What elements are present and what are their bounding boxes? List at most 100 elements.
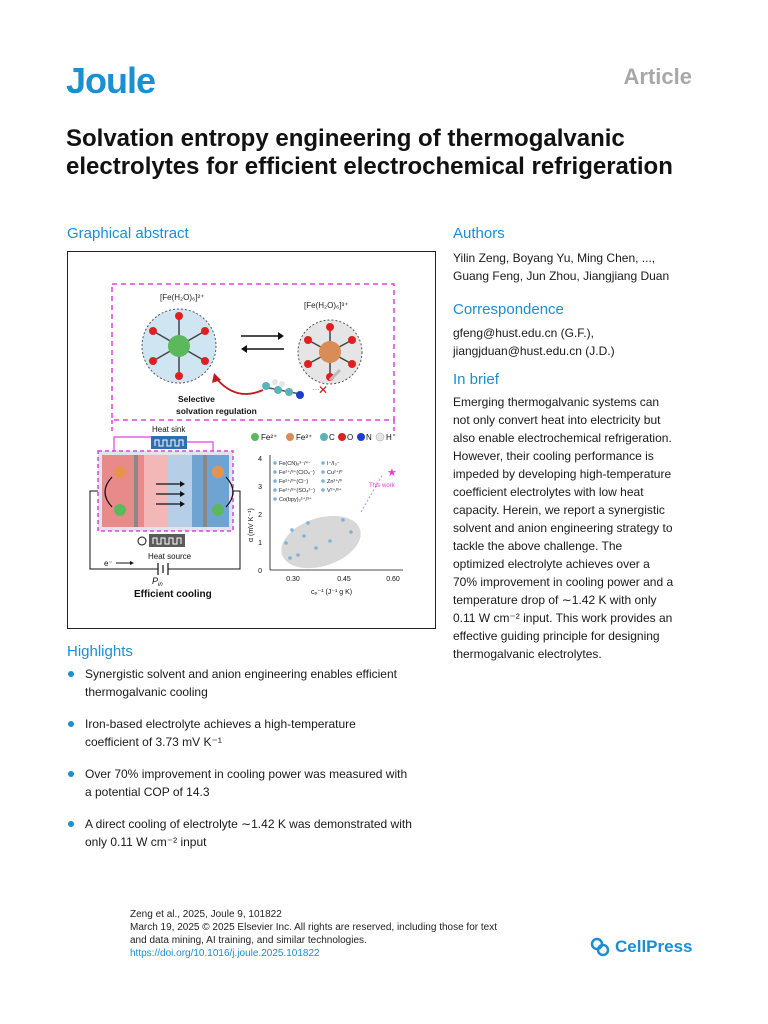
publisher-name: CellPress xyxy=(615,937,693,956)
temperature-icon xyxy=(137,536,147,546)
journal-logo: Joule xyxy=(66,60,156,101)
in-brief-line: capacity. Herein, we report a synergisti… xyxy=(453,503,665,517)
highlight-line: coefficient of 3.73 mV K⁻¹ xyxy=(85,735,222,749)
in-brief-line: thermogalvanic electrolytes. xyxy=(453,647,602,661)
in-brief-line: impeded by developing high-temperature xyxy=(453,467,672,481)
efficient-cooling-label: Efficient cooling xyxy=(134,589,212,600)
heat-sink-icon xyxy=(151,436,187,449)
external-circuit xyxy=(89,490,158,570)
graphical-abstract-heading: Graphical abstract xyxy=(67,225,189,242)
rights-line: March 19, 2025 © 2025 Elsevier Inc. All … xyxy=(130,922,498,933)
citation-line: Zeng et al., 2025, Joule 9, 101822 xyxy=(130,909,282,920)
highlight-line: a potential COP of 14.3 xyxy=(85,785,210,799)
bullet-icon xyxy=(68,671,74,677)
fe3-complex-label: [Fe(H₂O)₆]³⁺ xyxy=(304,301,348,310)
in-brief-line: However, their cooling performance is xyxy=(453,449,654,463)
authors-heading: Authors xyxy=(453,225,505,242)
in-brief-line: solvent and anion engineering strategy t… xyxy=(453,521,673,535)
in-brief-line: also enable electrochemical refrigeratio… xyxy=(453,431,672,445)
citation-footer: Zeng et al., 2025, Joule 9, 101822 March… xyxy=(130,908,570,960)
series-legend-item: I⁻/I₃⁻ xyxy=(327,461,340,467)
in-brief-line: optimized electrolyte achieves over a xyxy=(453,557,650,571)
x-tick-label: 0.45 xyxy=(337,576,351,583)
highlight-line: Synergistic solvent and anion engineerin… xyxy=(85,667,397,681)
y-tick-label: 2 xyxy=(258,512,262,519)
correspondence-email[interactable]: gfeng@hust.edu.cn (G.F.), xyxy=(453,326,594,340)
in-brief-line: not only convert heat into electricity b… xyxy=(453,413,661,427)
atom-legend: Fe²⁺ Fe³⁺ C O N H xyxy=(251,432,392,442)
svg-text:H: H xyxy=(386,433,392,442)
in-brief-line: effective guiding principle for designin… xyxy=(453,629,660,643)
literature-region xyxy=(281,515,361,569)
article-type: Article xyxy=(623,64,692,89)
series-legend-item: Fe(CN)₆³⁻/⁴⁻ xyxy=(279,460,311,467)
heat-source-label: Heat source xyxy=(148,552,192,561)
literature-data-points xyxy=(273,461,353,560)
in-brief-line: 0.11 W cm⁻² input. This work provides an xyxy=(453,611,673,625)
this-work-star-icon: ★ xyxy=(387,467,397,479)
highlight-item: A direct cooling of electrolyte ∼1.42 K … xyxy=(67,815,447,851)
blocked-icon: ✕ xyxy=(318,383,328,397)
rights-line: and data mining, AI training, and simila… xyxy=(130,935,367,946)
x-axis-label: cₚ⁻¹ (J⁻¹ g K) xyxy=(311,589,352,596)
svg-text:Fe³⁺: Fe³⁺ xyxy=(296,433,312,442)
in-brief-text: Emerging thermogalvanic systems can not … xyxy=(453,393,703,663)
correspondence-email[interactable]: jiangjduan@hust.edu.cn (J.D.) xyxy=(453,344,615,358)
power-input-label: Pin xyxy=(152,576,163,588)
y-tick-label: 3 xyxy=(258,484,262,491)
electron-label: e⁻ xyxy=(104,559,113,568)
paper-title: Solvation entropy engineering of thermog… xyxy=(66,125,673,180)
highlight-line: Iron-based electrolyte achieves a high-t… xyxy=(85,717,356,731)
bullet-icon xyxy=(68,771,74,777)
svg-text:C: C xyxy=(329,433,335,442)
highlight-item: Iron-based electrolyte achieves a high-t… xyxy=(67,715,447,751)
svg-text:Fe²⁺: Fe²⁺ xyxy=(261,433,277,442)
series-legend-item: Co(bpy)₃²⁺/³⁺ xyxy=(279,496,312,503)
series-legend-item: Fe²⁺/³⁺(ClO₄⁻) xyxy=(279,469,315,476)
fe2-complex-icon xyxy=(141,308,217,384)
highlights-list: Synergistic solvent and anion engineerin… xyxy=(67,665,447,865)
solvation-box xyxy=(111,283,395,421)
heat-sink-label: Heat sink xyxy=(152,425,186,434)
highlight-item: Over 70% improvement in cooling power wa… xyxy=(67,765,447,801)
in-brief-line: coefficient electrolytes with low heat xyxy=(453,485,644,499)
highlights-heading: Highlights xyxy=(67,643,133,660)
cellpress-icon xyxy=(590,937,610,957)
y-tick-label: 1 xyxy=(258,540,262,547)
series-legend-item: Fe²⁺/³⁺(SO₄²⁻) xyxy=(279,487,315,494)
in-brief-line: 70% improvement in cooling power and a xyxy=(453,575,674,589)
authors-line: Guang Feng, Jun Zhou, Jiangjiang Duan xyxy=(453,269,670,283)
series-legend-item: Cu²⁺/⁰ xyxy=(327,469,343,476)
this-work-label: This work xyxy=(369,483,396,489)
selective-label: Selective xyxy=(178,394,215,404)
thermogalvanic-cell xyxy=(97,450,234,532)
highlight-line: A direct cooling of electrolyte ∼1.42 K … xyxy=(85,817,412,831)
series-legend-item: Zn²⁺/⁰ xyxy=(327,478,343,485)
alpha-vs-cp-plot: 0 1 2 3 4 0.30 0.45 0.60 α (mV K⁻¹) cₚ⁻¹… xyxy=(248,455,403,596)
y-tick-label: 4 xyxy=(258,456,262,463)
highlight-line: thermogalvanic cooling xyxy=(85,685,208,699)
regulation-arrow-icon xyxy=(215,377,264,395)
svg-text:···: ··· xyxy=(312,385,320,394)
series-legend-item: V²⁺/³⁺ xyxy=(327,487,342,494)
svg-text:O: O xyxy=(347,433,353,442)
authors-line: Yilin Zeng, Boyang Yu, Ming Chen, ..., xyxy=(453,251,656,265)
x-tick-label: 0.30 xyxy=(286,576,300,583)
y-axis-label: α (mV K⁻¹) xyxy=(248,508,255,542)
solvent-molecule-icon xyxy=(262,379,304,399)
in-brief-heading: In brief xyxy=(453,371,499,388)
highlight-line: only 0.11 W cm⁻² input xyxy=(85,835,207,849)
x-tick-label: 0.60 xyxy=(386,576,400,583)
y-tick-label: 0 xyxy=(258,568,262,575)
in-brief-line: temperature drop of ∼1.42 K with only xyxy=(453,593,657,607)
graphical-abstract: [Fe(H₂O)₆]²⁺ [Fe(H₂O)₆]³⁺ xyxy=(67,251,436,629)
fe3-complex-icon xyxy=(297,319,363,385)
bullet-icon xyxy=(68,721,74,727)
heat-source-icon xyxy=(149,534,185,547)
correspondence-block: gfeng@hust.edu.cn (G.F.), jiangjduan@hus… xyxy=(453,324,703,360)
series-legend-item: Fe²⁺/³⁺(Cl⁻) xyxy=(279,478,308,485)
fe2-complex-label: [Fe(H₂O)₆]²⁺ xyxy=(160,293,204,302)
publisher-logo[interactable]: CellPress xyxy=(590,937,693,957)
authors-list: Yilin Zeng, Boyang Yu, Ming Chen, ..., G… xyxy=(453,249,703,285)
doi-link[interactable]: https://doi.org/10.1016/j.joule.2025.101… xyxy=(130,948,320,959)
